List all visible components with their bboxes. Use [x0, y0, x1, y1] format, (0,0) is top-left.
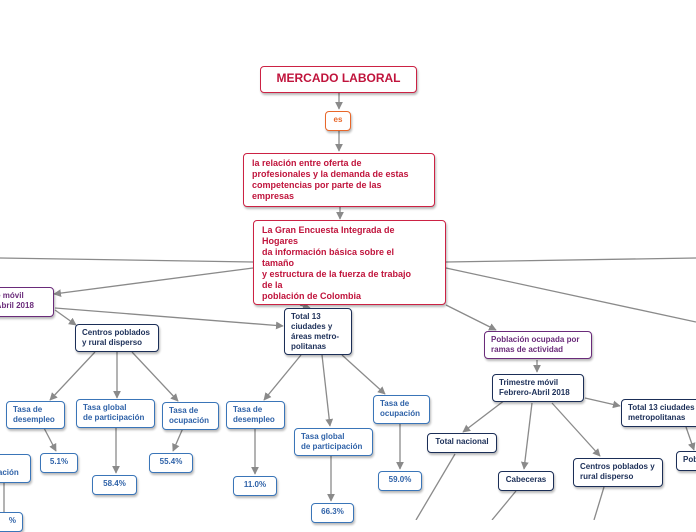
edge-total13-tgp2: [321, 354, 334, 427]
node-tasa-participacion-1[interactable]: Tasa global de participación: [76, 399, 155, 428]
node-tasa-participacion-2[interactable]: Tasa global de participación: [294, 428, 373, 456]
edge-td1-v1: [43, 427, 57, 452]
node-geih[interactable]: La Gran Encuesta Integrada de Hogares da…: [253, 220, 446, 305]
node-es[interactable]: es: [325, 111, 351, 131]
node-total13[interactable]: Total 13 ciudades y áreas metro- politan…: [284, 308, 352, 355]
node-tasa-desempleo-1[interactable]: Tasa de desempleo: [6, 401, 65, 429]
connector-lines: [0, 93, 696, 520]
edge-centros-to1: [131, 351, 179, 402]
edge-trimestre-total13: [54, 307, 284, 330]
edge-geih-trimestre-left: [53, 267, 254, 297]
edge-trimestre-centros: [54, 309, 77, 326]
node-value-11-0[interactable]: 11.0%: [233, 476, 277, 496]
node-trimestre-left[interactable]: re móvil -Abril 2018: [0, 287, 54, 317]
edge-centros-td1: [49, 351, 96, 401]
edge-trimestreR-totalnacional: [462, 399, 506, 433]
node-total-nacional[interactable]: Total nacional: [427, 433, 497, 453]
edge-geih-right-out2: [445, 267, 696, 323]
edge-to1-v3: [172, 427, 184, 452]
node-value-58-4[interactable]: 58.4%: [92, 475, 137, 495]
edge-totalnacional-down: [415, 453, 456, 520]
edge-geih-total13: [299, 302, 311, 310]
node-value-55-4[interactable]: 55.4%: [149, 453, 193, 473]
edge-geih-right-out: [445, 257, 696, 263]
edge-geih-poblacion: [445, 304, 497, 331]
edge-total13R-pob: [685, 426, 696, 451]
edge-total13-to2: [341, 354, 386, 395]
node-partial-left[interactable]: e pación: [0, 454, 31, 483]
node-pob[interactable]: Pob: [676, 451, 696, 471]
node-poblacion-ocupada[interactable]: Población ocupada por ramas de actividad: [484, 331, 592, 359]
edge-geih-left-out: [0, 257, 254, 263]
edge-trimestreR-total13: [584, 397, 621, 409]
edge-total13-td2: [263, 354, 302, 401]
node-tasa-ocupacion-1[interactable]: Tasa de ocupación: [162, 402, 219, 430]
node-value-59-0[interactable]: 59.0%: [378, 471, 422, 491]
node-mercado-laboral[interactable]: MERCADO LABORAL: [260, 66, 417, 93]
edge-trimestreR-cabeceras: [520, 402, 533, 470]
node-total13-right[interactable]: Total 13 ciudades metropolitanas: [621, 399, 696, 427]
node-cabeceras[interactable]: Cabeceras: [498, 471, 554, 491]
edge-trimestreR-centros: [551, 402, 601, 457]
node-value-5-1[interactable]: 5.1%: [40, 453, 78, 473]
node-trimestre-right[interactable]: Trimestre móvil Febrero-Abril 2018: [492, 374, 584, 402]
node-definition[interactable]: la relación entre oferta de profesionale…: [243, 153, 435, 207]
node-tasa-ocupacion-2[interactable]: Tasa de ocupación: [373, 395, 430, 424]
node-centros-poblados-right[interactable]: Centros poblados y rural disperso: [573, 458, 663, 487]
node-partial-bottom[interactable]: %: [0, 512, 23, 532]
node-value-66-3[interactable]: 66.3%: [311, 503, 354, 523]
edge-cabeceras-down: [491, 490, 517, 520]
edge-centrosR-down: [593, 486, 605, 520]
node-centros-poblados-left[interactable]: Centros poblados y rural disperso: [75, 324, 159, 352]
node-tasa-desempleo-2[interactable]: Tasa de desempleo: [226, 401, 285, 429]
